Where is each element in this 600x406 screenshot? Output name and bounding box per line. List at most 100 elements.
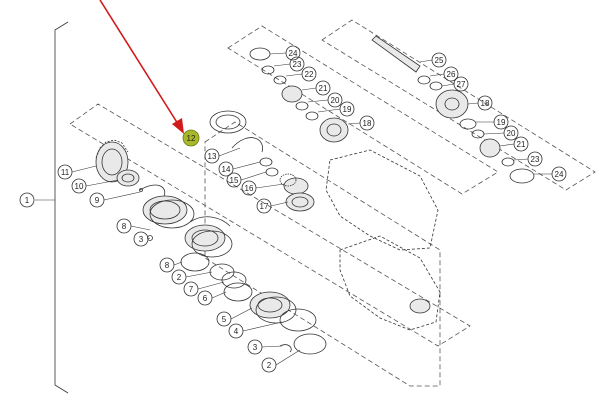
callout-27-text: 27 (457, 80, 466, 89)
callout-5: 5 (216, 311, 232, 327)
gear-21-right (479, 138, 501, 158)
callout-24-right: 24 (551, 166, 567, 182)
callout-14: 14 (218, 161, 234, 177)
callout-18-top-text: 18 (363, 119, 372, 128)
gear-16 (279, 173, 309, 195)
ring-7 (221, 271, 247, 289)
callouts: 1 11 10 9 8 3 8 2 7 6 5 4 3 2 12 13 14 1… (19, 45, 567, 373)
callout-22: 22 (301, 66, 317, 82)
callout-15: 15 (226, 172, 242, 188)
callout-3-upper: 3 (133, 231, 149, 247)
callout-19-right: 19 (493, 114, 509, 130)
callout-15-text: 15 (230, 176, 239, 185)
callout-13: 13 (204, 148, 220, 164)
callout-19-right-text: 19 (497, 118, 506, 127)
callout-21-right-text: 21 (517, 140, 526, 149)
ring-14 (259, 157, 273, 167)
callout-19-top-text: 19 (343, 105, 352, 114)
gear-ring-11 (95, 139, 129, 183)
bearing-17 (285, 192, 315, 212)
callout-17-text: 17 (260, 202, 269, 211)
callout-11: 11 (57, 164, 73, 180)
ring-19-top (305, 111, 319, 121)
clutch-pack-upper (142, 195, 195, 229)
gear-18-top (319, 117, 349, 143)
callout-1: 1 (19, 192, 35, 208)
ring-8-lower (180, 252, 210, 272)
callout-7-text: 7 (189, 285, 194, 294)
piston-5 (249, 291, 297, 324)
bearing-10 (116, 169, 140, 187)
callout-11-text: 11 (61, 168, 70, 177)
callout-18-top: 18 (359, 115, 375, 131)
callout-9-text: 9 (95, 196, 100, 205)
clutch-pack-middle (184, 216, 233, 258)
seal-4 (279, 308, 317, 332)
callout-19-top: 19 (339, 101, 355, 117)
callout-7: 7 (183, 281, 199, 297)
assembly-bracket (35, 21, 69, 394)
snap-ring-3-upper (147, 235, 153, 241)
gear-18-right (435, 89, 469, 119)
callout-16-text: 16 (245, 184, 254, 193)
group-outline-top (227, 25, 499, 195)
callout-27: 27 (453, 76, 469, 92)
shaft-25 (371, 35, 421, 73)
callout-6-text: 6 (203, 294, 208, 303)
callout-8-upper-text: 8 (122, 222, 127, 231)
gearbox-housing (325, 149, 441, 331)
callout-20-right-text: 20 (507, 129, 516, 138)
callout-23-right: 23 (527, 151, 543, 167)
ring-23-top (261, 65, 275, 75)
callout-18-right: 18 (477, 95, 493, 111)
ring-19-right (459, 118, 477, 130)
callout-3-upper-text: 3 (139, 235, 144, 244)
callout-25-text: 25 (435, 56, 444, 65)
ring-27 (429, 81, 443, 91)
callout-8-lower-text: 8 (165, 261, 170, 270)
ring-15 (265, 167, 279, 177)
callout-3-lower-text: 3 (253, 343, 258, 352)
callout-26-text: 26 (447, 70, 456, 79)
ring-6 (223, 282, 253, 302)
callout-1-text: 1 (25, 196, 30, 205)
ring-22 (273, 75, 287, 85)
callout-17: 17 (256, 198, 272, 214)
callout-24-top: 24 (285, 45, 301, 61)
callout-10-text: 10 (75, 182, 84, 191)
seal-2-lower (293, 333, 327, 355)
callout-22-text: 22 (305, 70, 314, 79)
callout-14-text: 14 (222, 165, 231, 174)
callout-12-highlighted: 12 (182, 129, 200, 147)
callout-2-upper: 2 (171, 269, 187, 285)
callout-13-text: 13 (208, 152, 217, 161)
pointer-arrow (99, 0, 184, 134)
callout-5-text: 5 (222, 315, 227, 324)
callout-20-top-text: 20 (331, 96, 340, 105)
callout-20-right: 20 (503, 125, 519, 141)
callout-6: 6 (197, 290, 213, 306)
ring-12-upper (209, 110, 247, 134)
callout-16: 16 (241, 180, 257, 196)
callout-2-lower: 2 (261, 357, 277, 373)
callout-10: 10 (71, 178, 87, 194)
callout-9: 9 (89, 192, 105, 208)
callout-21-top: 21 (315, 80, 331, 96)
callout-8-lower: 8 (159, 257, 175, 273)
callout-3-lower: 3 (247, 339, 263, 355)
gear-21-top (281, 85, 303, 103)
group-outline-housing (204, 121, 441, 387)
callout-2-lower-text: 2 (267, 361, 272, 370)
ring-26 (417, 75, 431, 85)
callout-23-top-text: 23 (293, 60, 302, 69)
callout-18-right-text: 18 (481, 99, 490, 108)
ring-13 (231, 137, 263, 153)
callout-26: 26 (443, 66, 459, 82)
cover-24-right (509, 168, 535, 184)
ring-20-right (471, 129, 485, 139)
callout-2-upper-text: 2 (177, 273, 182, 282)
callout-23-top: 23 (289, 56, 305, 72)
callout-4: 4 (228, 323, 244, 339)
callout-21-right: 21 (513, 136, 529, 152)
